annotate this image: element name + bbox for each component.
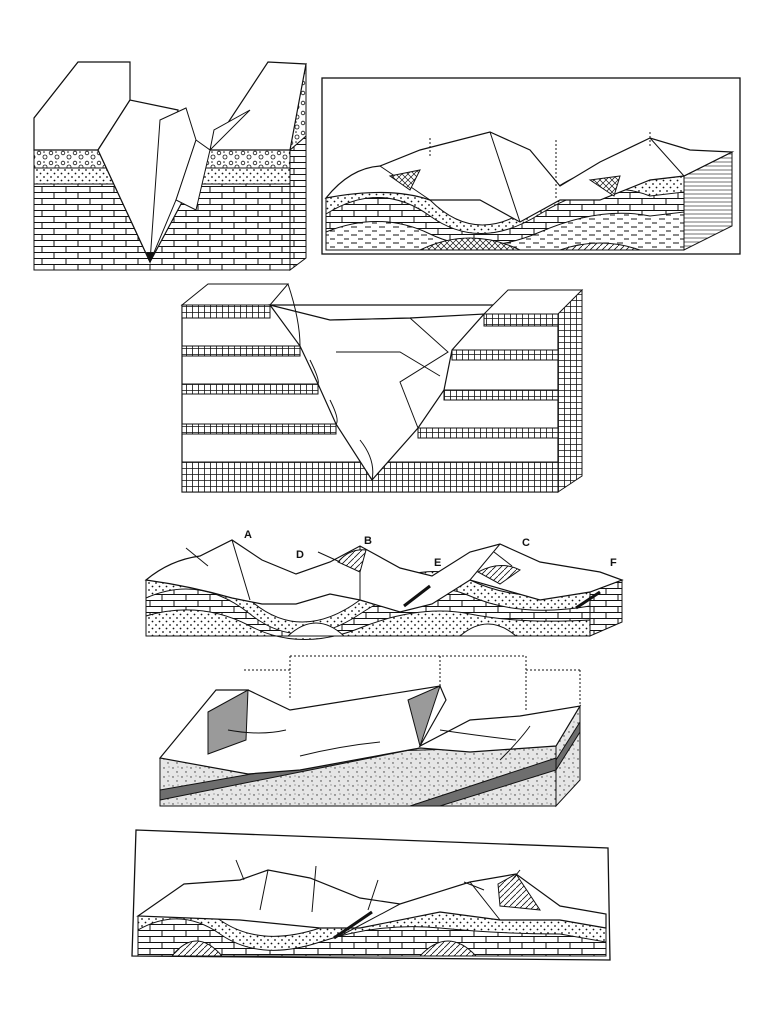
label-d: D: [296, 549, 304, 561]
diagram-fold-belt-bottom: [131, 829, 611, 961]
label-b: B: [364, 535, 372, 547]
label-e: E: [434, 557, 441, 569]
diagram-stepped-canyon: [180, 283, 584, 493]
diagram-folded-ridges-labeled: A B C D E F: [144, 529, 624, 640]
diagram-tilted-strata-cuestas: [158, 655, 582, 808]
label-f: F: [610, 557, 617, 569]
diagram-fault-valley: [33, 61, 307, 271]
label-c: C: [522, 537, 530, 549]
label-a: A: [244, 529, 252, 541]
diagram-folded-strata-ridges: [321, 77, 741, 255]
